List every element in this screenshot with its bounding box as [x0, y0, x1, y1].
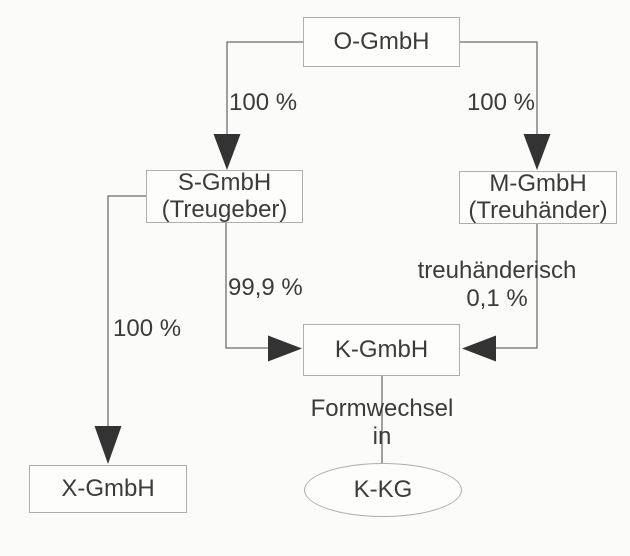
- edge-m-to-k: [495, 224, 538, 349]
- edge-s-to-x-arrowhead: [94, 426, 122, 464]
- edge-label-s-to-x: 100 %: [113, 315, 182, 342]
- edge-s-to-k: [225, 223, 269, 349]
- node-s-gmbh-sublabel: (Treugeber): [161, 195, 288, 223]
- edge-label-m-to-k-line1: treuhänderisch: [417, 257, 577, 284]
- node-s-gmbh: S-GmbH (Treugeber): [146, 169, 303, 223]
- node-x-gmbh: X-GmbH: [29, 465, 187, 513]
- node-o-gmbh: O-GmbH: [303, 17, 460, 67]
- edge-label-o-to-m: 100 %: [466, 89, 535, 116]
- edge-label-k-to-kkg: Formwechsel in: [297, 395, 467, 452]
- node-m-gmbh-sublabel: (Treuhänder): [468, 196, 608, 224]
- edge-label-m-to-k-line2: 0,1 %: [466, 285, 528, 313]
- edge-m-to-k-arrowhead: [462, 335, 496, 362]
- node-m-gmbh-label: M-GmbH: [489, 170, 587, 198]
- node-k-kg: K-KG: [304, 463, 462, 517]
- edge-o-to-m-arrowhead: [523, 134, 551, 170]
- node-m-gmbh: M-GmbH (Treuhänder): [459, 170, 617, 224]
- edge-label-k-to-kkg-line2: in: [372, 423, 392, 451]
- edge-label-o-to-s: 100 %: [229, 89, 298, 116]
- edge-label-k-to-kkg-line1: Formwechsel: [310, 395, 454, 422]
- node-k-kg-label: K-KG: [353, 475, 413, 503]
- edge-o-to-s-arrowhead: [213, 134, 241, 170]
- edge-s-to-k-arrowhead: [268, 335, 302, 362]
- edge-s-to-x: [107, 195, 146, 427]
- edge-label-s-to-k: 99,9 %: [228, 274, 303, 301]
- node-x-gmbh-label: X-GmbH: [61, 474, 155, 502]
- node-k-gmbh-label: K-GmbH: [334, 335, 429, 363]
- node-k-gmbh: K-GmbH: [303, 324, 460, 376]
- node-o-gmbh-label: O-GmbH: [333, 27, 430, 55]
- edge-label-m-to-k: treuhänderisch 0,1 %: [402, 257, 592, 314]
- edge-o-to-s: [226, 41, 303, 135]
- edge-o-to-m: [460, 41, 538, 135]
- node-s-gmbh-label: S-GmbH: [177, 169, 272, 197]
